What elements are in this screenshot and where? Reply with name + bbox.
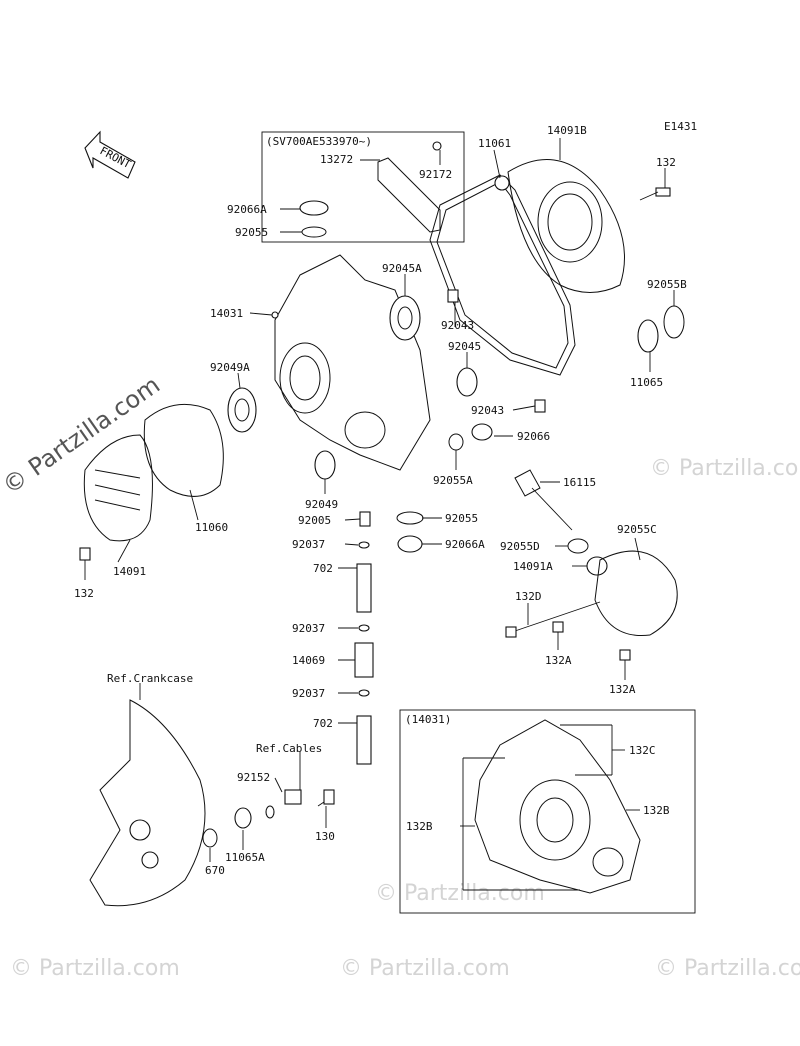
serial-note-box: (SV700AE533970~): [261, 131, 465, 243]
diagram-code: E1431: [664, 120, 697, 133]
label-92066A-top: 92066A: [227, 203, 267, 216]
label-14069: 14069: [292, 654, 325, 667]
label-92066A-mid: 92066A: [445, 538, 485, 551]
label-92055C: 92055C: [617, 523, 657, 536]
label-132C: 132C: [629, 744, 656, 757]
label-92066: 92066: [517, 430, 550, 443]
label-11060: 11060: [195, 521, 228, 534]
label-132A-b: 132A: [609, 683, 636, 696]
label-92045: 92045: [448, 340, 481, 353]
label-132A-a: 132A: [545, 654, 572, 667]
label-670: 670: [205, 864, 225, 877]
label-14091A: 14091A: [513, 560, 553, 573]
label-11061: 11061: [478, 137, 511, 150]
label-132-top-right: 132: [656, 156, 676, 169]
label-92055-mid: 92055: [445, 512, 478, 525]
label-92005: 92005: [298, 514, 331, 527]
label-92055D: 92055D: [500, 540, 540, 553]
label-14091B: 14091B: [547, 124, 587, 137]
label-92055A: 92055A: [433, 474, 473, 487]
label-92055-top: 92055: [235, 226, 268, 239]
label-702-a: 702: [313, 562, 333, 575]
label-92049: 92049: [305, 498, 338, 511]
watermark: © Partzilla.com: [340, 956, 510, 981]
label-132B-left: 132B: [406, 820, 433, 833]
label-11065A: 11065A: [225, 851, 265, 864]
watermark: © Partzilla.com: [10, 956, 180, 981]
label-11065: 11065: [630, 376, 663, 389]
label-92049A: 92049A: [210, 361, 250, 374]
label-130: 130: [315, 830, 335, 843]
label-14091: 14091: [113, 565, 146, 578]
watermark: © Partzilla.com: [650, 456, 800, 481]
inset-title: (14031): [405, 713, 451, 726]
label-92037-a: 92037: [292, 538, 325, 551]
label-92037-b: 92037: [292, 622, 325, 635]
label-14031: 14031: [210, 307, 243, 320]
callout-labels: 13272 92172 11061 14091B 132 92066A 9205…: [74, 124, 687, 877]
label-16115: 16115: [563, 476, 596, 489]
front-arrow-icon: FRONT: [84, 130, 136, 179]
label-92045A: 92045A: [382, 262, 422, 275]
label-92172: 92172: [419, 168, 452, 181]
parts-drawing: [79, 141, 696, 914]
label-92055B: 92055B: [647, 278, 687, 291]
label-132D: 132D: [515, 590, 542, 603]
label-92043-b: 92043: [471, 404, 504, 417]
watermark: © Partzilla.com: [375, 881, 545, 906]
leader-lines: [84, 138, 675, 891]
label-702-b: 702: [313, 717, 333, 730]
label-132-left: 132: [74, 587, 94, 600]
watermark: © Partzilla.com: [655, 956, 800, 981]
label-ref-crankcase: Ref.Crankcase: [107, 672, 193, 685]
label-ref-cables: Ref.Cables: [256, 742, 322, 755]
label-92043-a: 92043: [441, 319, 474, 332]
label-92037-c: 92037: [292, 687, 325, 700]
label-13272: 13272: [320, 153, 353, 166]
serial-note: (SV700AE533970~): [266, 135, 372, 148]
label-132B-right: 132B: [643, 804, 670, 817]
label-92152: 92152: [237, 771, 270, 784]
